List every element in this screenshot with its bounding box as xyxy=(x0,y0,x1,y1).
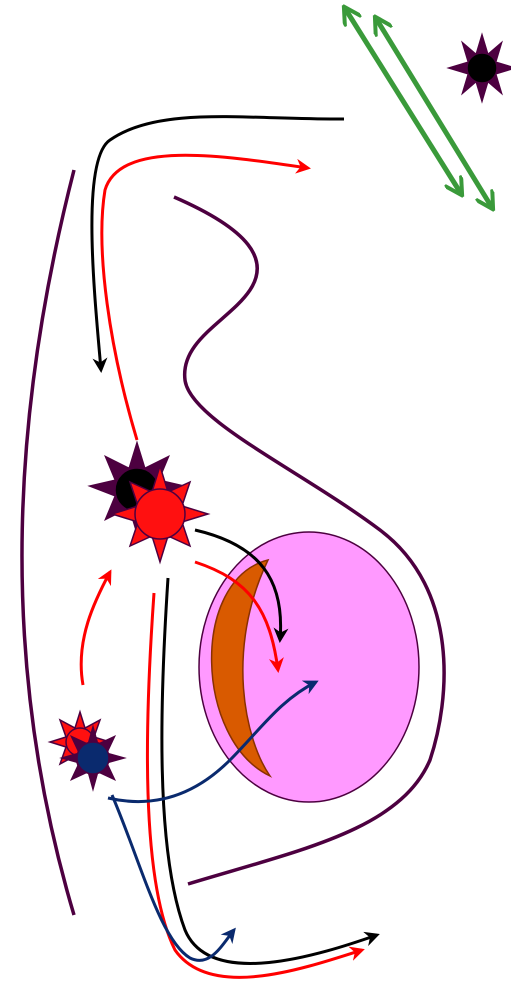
black-arrow-top xyxy=(92,117,344,370)
green-double-arrow-2 xyxy=(377,20,491,206)
green-double-arrow-1 xyxy=(346,10,460,192)
star-burst-blue-icon xyxy=(61,726,125,790)
star-burst-black-icon xyxy=(448,34,511,102)
outer-boundary-line xyxy=(22,170,74,915)
red-arrow-top xyxy=(102,155,308,440)
red-arrow-up xyxy=(81,572,110,685)
